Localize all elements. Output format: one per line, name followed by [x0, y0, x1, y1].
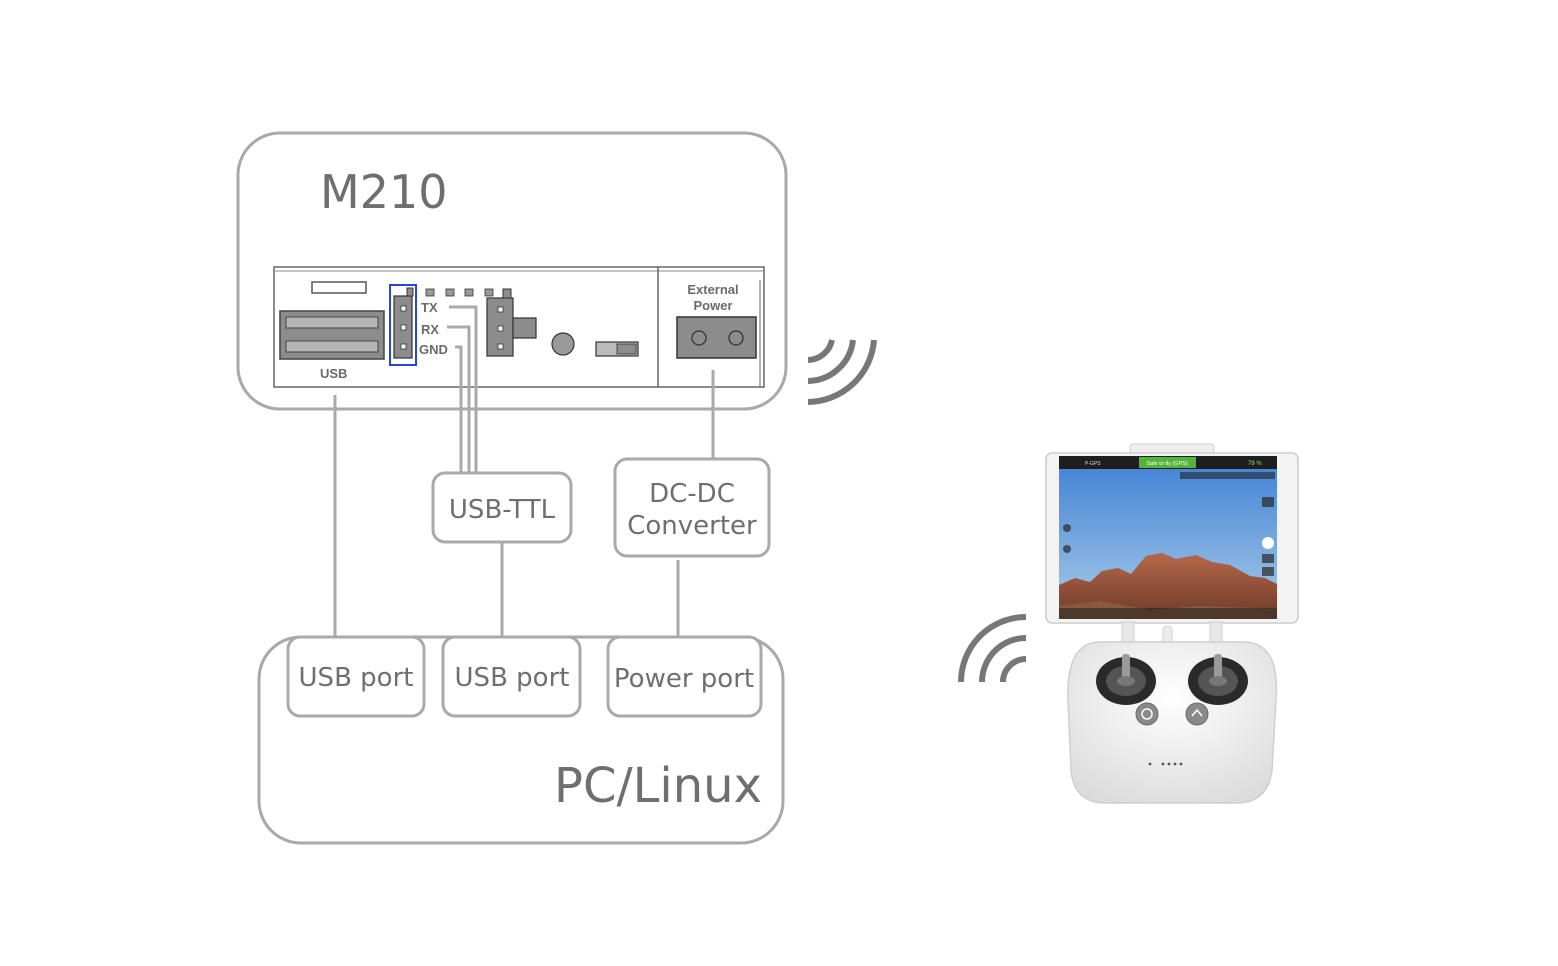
pc-linux-box: USB port USB port Power port PC/Linux — [257, 635, 785, 845]
power-button-icon — [1135, 702, 1159, 726]
remote-controller: Safe to fly (GPS) P-GPS 79 % — [1045, 443, 1299, 804]
indicator-leds — [425, 288, 494, 297]
return-home-button-icon — [1185, 702, 1209, 726]
status-safe-to-fly — [1139, 457, 1196, 468]
usb-port-1 — [286, 635, 426, 718]
rx-label: RX — [421, 322, 439, 337]
tx-label: TX — [421, 300, 438, 315]
usb-port-2 — [441, 635, 582, 718]
usb-ttl-box: USB-TTL — [431, 471, 573, 544]
dcdc-label-line1: DC-DC — [649, 479, 735, 509]
button-round — [551, 332, 575, 356]
wifi-signal-icon-remote — [958, 614, 1027, 683]
switch-connector — [595, 341, 639, 357]
uart-wires — [447, 305, 478, 472]
tablet-screen: Safe to fly (GPS) P-GPS 79 % — [1059, 456, 1277, 619]
pc-linux-title: PC/Linux — [554, 758, 762, 814]
status-safe-to-fly-text: Safe to fly (GPS) — [1146, 461, 1187, 467]
left-joystick — [1096, 654, 1156, 705]
battery-text: 79 % — [1248, 461, 1262, 467]
usb-ttl-label: USB-TTL — [449, 495, 556, 525]
gps-mode-text: P-GPS — [1085, 461, 1101, 467]
remote-body — [1067, 641, 1278, 804]
m210-interface-panel: USB TX RX GND — [273, 266, 765, 388]
connection-lines — [333, 370, 715, 637]
external-power-label-2: Power — [693, 298, 732, 313]
dcdc-label-line2: Converter — [627, 511, 757, 541]
dcdc-converter-box: DC-DC Converter — [613, 457, 771, 558]
usb-port-1-label: USB port — [299, 663, 414, 693]
power-port — [606, 635, 763, 718]
usb-label: USB — [320, 366, 347, 381]
wifi-signal-icon — [807, 339, 877, 405]
aux-connector — [486, 288, 537, 357]
right-joystick — [1188, 654, 1248, 705]
gnd-label: GND — [419, 342, 448, 357]
external-power-connector: External Power — [676, 282, 757, 359]
external-power-label-1: External — [687, 282, 738, 297]
m210-title: M210 — [320, 165, 448, 219]
usb-port-2-label: USB port — [455, 663, 570, 693]
usb-connector: USB — [279, 281, 385, 381]
battery-leds — [1148, 762, 1183, 766]
power-port-label: Power port — [614, 664, 754, 694]
uart-connector: TX RX GND — [389, 284, 448, 366]
m210-box: M210 USB TX — [236, 131, 788, 411]
